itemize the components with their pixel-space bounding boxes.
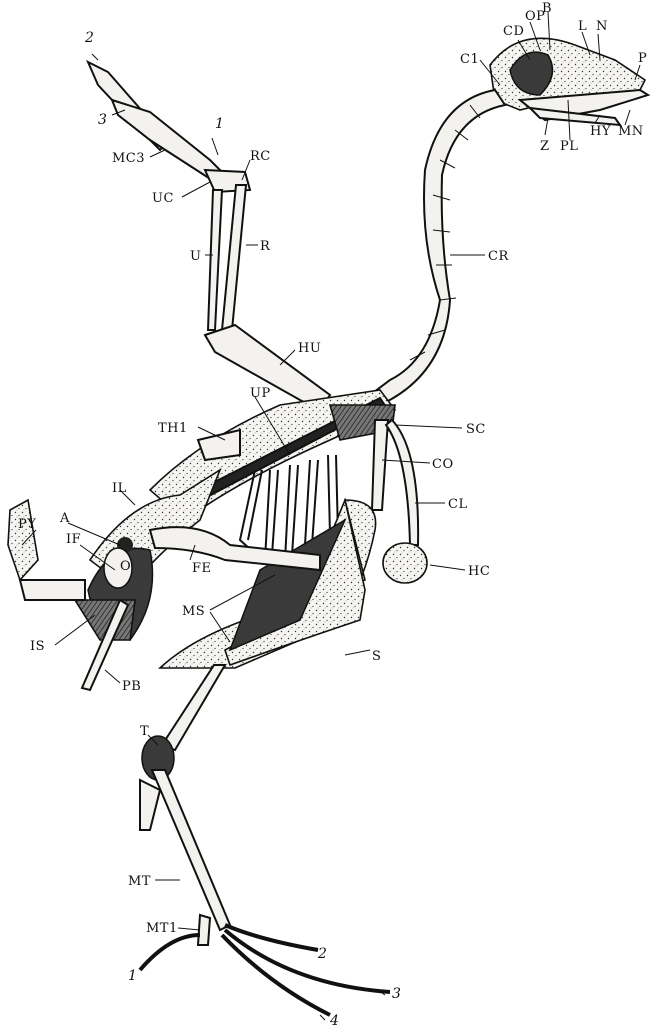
leader-pb xyxy=(105,670,120,683)
leader-mc3 xyxy=(150,150,165,157)
toe-2 xyxy=(225,925,318,950)
label-t: T xyxy=(140,724,149,739)
label-th1: TH1 xyxy=(158,421,188,436)
label-wing-digit-3: 3 xyxy=(98,112,107,128)
label-sc: SC xyxy=(466,422,486,437)
first-thoracic-vertebra xyxy=(198,430,240,460)
label-hc: HC xyxy=(468,564,490,579)
leader-hc xyxy=(430,565,465,570)
label-o: O xyxy=(120,559,131,574)
caudal-vertebrae xyxy=(20,580,85,600)
label-u: U xyxy=(190,249,201,264)
femur xyxy=(150,527,320,570)
leader-wing-2 xyxy=(92,54,98,60)
label-wing-digit-1: 1 xyxy=(215,116,224,132)
label-py: PY xyxy=(18,517,36,532)
ulna-bone xyxy=(208,190,222,330)
leader-toe-4 xyxy=(320,1015,325,1020)
label-s: S xyxy=(372,649,381,664)
label-b: B xyxy=(542,1,552,16)
coracoid-bone xyxy=(372,420,388,510)
label-mn: MN xyxy=(618,124,644,139)
label-fe: FE xyxy=(192,561,212,576)
leader-is xyxy=(55,615,95,645)
label-hu: HU xyxy=(298,341,321,356)
neck-column xyxy=(370,90,505,405)
label-z: Z xyxy=(540,139,550,154)
leg xyxy=(140,665,390,1015)
hypocleideum xyxy=(383,543,427,583)
pygostyle xyxy=(8,500,38,580)
radius-bone xyxy=(222,185,246,330)
label-mc3: MC3 xyxy=(112,151,145,166)
label-cr: CR xyxy=(488,249,509,264)
label-c1: C1 xyxy=(460,52,479,67)
leader-sc xyxy=(395,425,462,428)
labels: 2 3 1 MC3 UC RC U R HU CD OP B L N P C1 … xyxy=(18,1,647,1028)
label-co: CO xyxy=(432,457,454,472)
label-up: UP xyxy=(250,386,271,401)
leader-s xyxy=(345,650,370,655)
label-l: L xyxy=(578,19,587,34)
label-cd: CD xyxy=(503,24,524,39)
tarsometatarsus xyxy=(152,770,230,930)
cervical-vertebrae xyxy=(370,90,505,405)
label-if: IF xyxy=(66,532,81,547)
label-mt1: MT1 xyxy=(146,921,178,936)
tibiotarsus xyxy=(162,665,225,750)
wing xyxy=(88,62,330,410)
label-cl: CL xyxy=(448,497,468,512)
label-r: R xyxy=(260,239,271,254)
leader-uc xyxy=(182,182,210,197)
leader-mt1 xyxy=(178,928,200,930)
label-toe-1: 1 xyxy=(128,968,137,984)
toe-4 xyxy=(222,935,330,1015)
label-toe-2: 2 xyxy=(317,946,327,962)
toe-1 xyxy=(140,935,200,970)
label-uc: UC xyxy=(152,191,174,206)
leader-wing-1 xyxy=(212,138,218,155)
label-is: IS xyxy=(30,639,45,654)
label-wing-digit-2: 2 xyxy=(84,30,94,46)
label-n: N xyxy=(596,19,608,34)
label-pb: PB xyxy=(122,679,141,694)
label-ms: MS xyxy=(182,604,205,619)
hypotarsus xyxy=(140,780,160,830)
label-mt: MT xyxy=(128,874,151,889)
clavicle-bone xyxy=(386,420,418,545)
label-p: P xyxy=(638,51,647,66)
label-rc: RC xyxy=(250,149,271,164)
label-toe-3: 3 xyxy=(392,986,401,1002)
label-hy: HY xyxy=(590,124,611,139)
label-pl: PL xyxy=(560,139,578,154)
leader-mn xyxy=(625,110,630,125)
label-a: A xyxy=(59,511,70,526)
label-il: IL xyxy=(112,481,127,496)
label-toe-4: 4 xyxy=(329,1013,339,1028)
